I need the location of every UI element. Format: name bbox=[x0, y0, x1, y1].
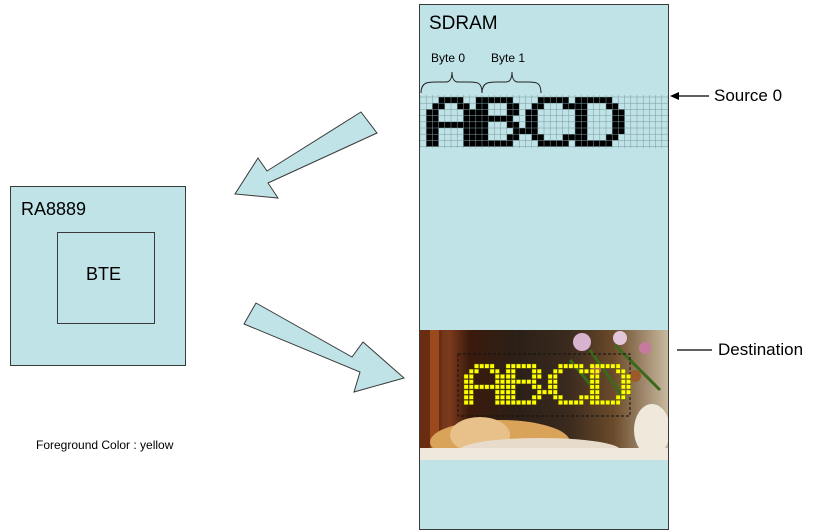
destination-letter-d bbox=[589, 363, 631, 405]
byte-0-bracket bbox=[420, 71, 483, 94]
source-letter-a bbox=[426, 97, 476, 147]
destination-letter-a bbox=[463, 363, 505, 405]
destination-yellow-letters bbox=[457, 353, 631, 417]
destination-image bbox=[420, 330, 668, 460]
arrow-from-sdram-icon bbox=[234, 111, 378, 199]
bte-engine-block bbox=[57, 232, 155, 324]
destination-label: Destination bbox=[718, 340, 804, 359]
foreground-color-note: Foreground Color : yellow bbox=[36, 438, 174, 452]
source-letter-c bbox=[525, 97, 575, 147]
arrow-to-destination-icon bbox=[243, 302, 406, 393]
source-letter-b bbox=[475, 97, 526, 147]
destination-scene bbox=[420, 330, 668, 460]
sdram-title: SDRAM bbox=[429, 13, 498, 34]
source-letter-d bbox=[575, 97, 625, 147]
byte-1-label: Byte 1 bbox=[491, 51, 526, 65]
destination-letter-c bbox=[547, 363, 589, 405]
ra8889-title: RA8889 bbox=[21, 199, 87, 219]
source-pointer-arrowhead-icon bbox=[670, 92, 679, 100]
source-font-grid bbox=[420, 95, 668, 148]
source-0-bitmap bbox=[420, 95, 668, 148]
source-grid-lines bbox=[420, 95, 668, 148]
byte-0-label: Byte 0 bbox=[431, 51, 466, 65]
destination-letter-b bbox=[505, 363, 547, 405]
source-0-label: Source 0 bbox=[714, 86, 783, 105]
byte-1-bracket bbox=[481, 71, 542, 94]
bte-label: BTE bbox=[86, 264, 122, 284]
ra8889-chip bbox=[10, 186, 186, 366]
